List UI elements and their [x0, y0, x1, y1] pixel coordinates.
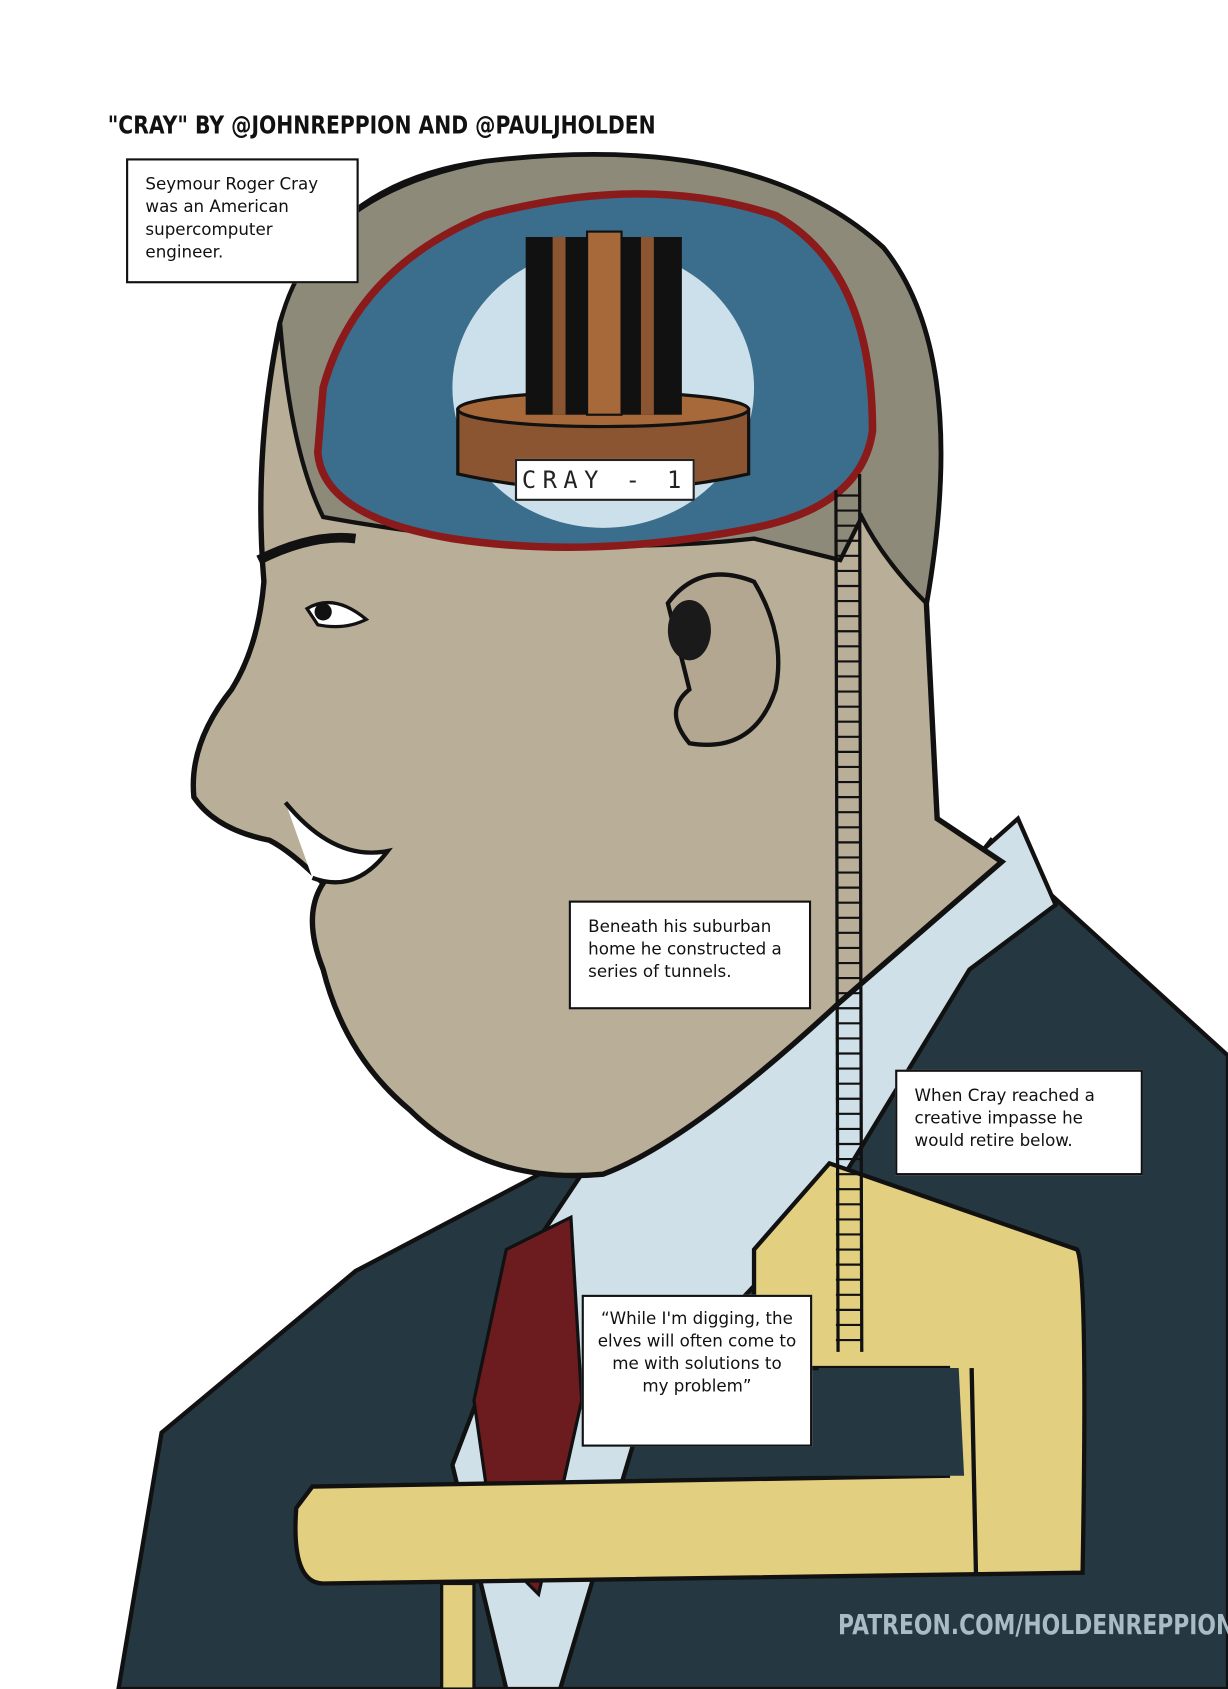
- pole: [969, 1367, 979, 1573]
- caption-quote: “While I'm digging, the elves will often…: [581, 1294, 813, 1447]
- caption-tunnels: Beneath his suburban home he constructed…: [568, 900, 812, 1010]
- caption-impasse: When Cray reached a creative impasse he …: [895, 1069, 1143, 1176]
- eyebrow: [256, 532, 357, 565]
- mouth: [283, 801, 393, 885]
- credit-url: PATREON.COM/HOLDENREPPION: [838, 1609, 1228, 1642]
- caption-intro: Seymour Roger Cray was an American super…: [126, 158, 359, 284]
- tunnels: [293, 1160, 1087, 1689]
- ladder: [834, 473, 864, 1352]
- computer-label: CRAY - 1: [514, 458, 695, 501]
- ear: [665, 572, 781, 747]
- cray-1-computer: [456, 230, 751, 492]
- comic-title: "CRAY" BY @JOHNREPPION AND @PAULJHOLDEN: [107, 112, 656, 141]
